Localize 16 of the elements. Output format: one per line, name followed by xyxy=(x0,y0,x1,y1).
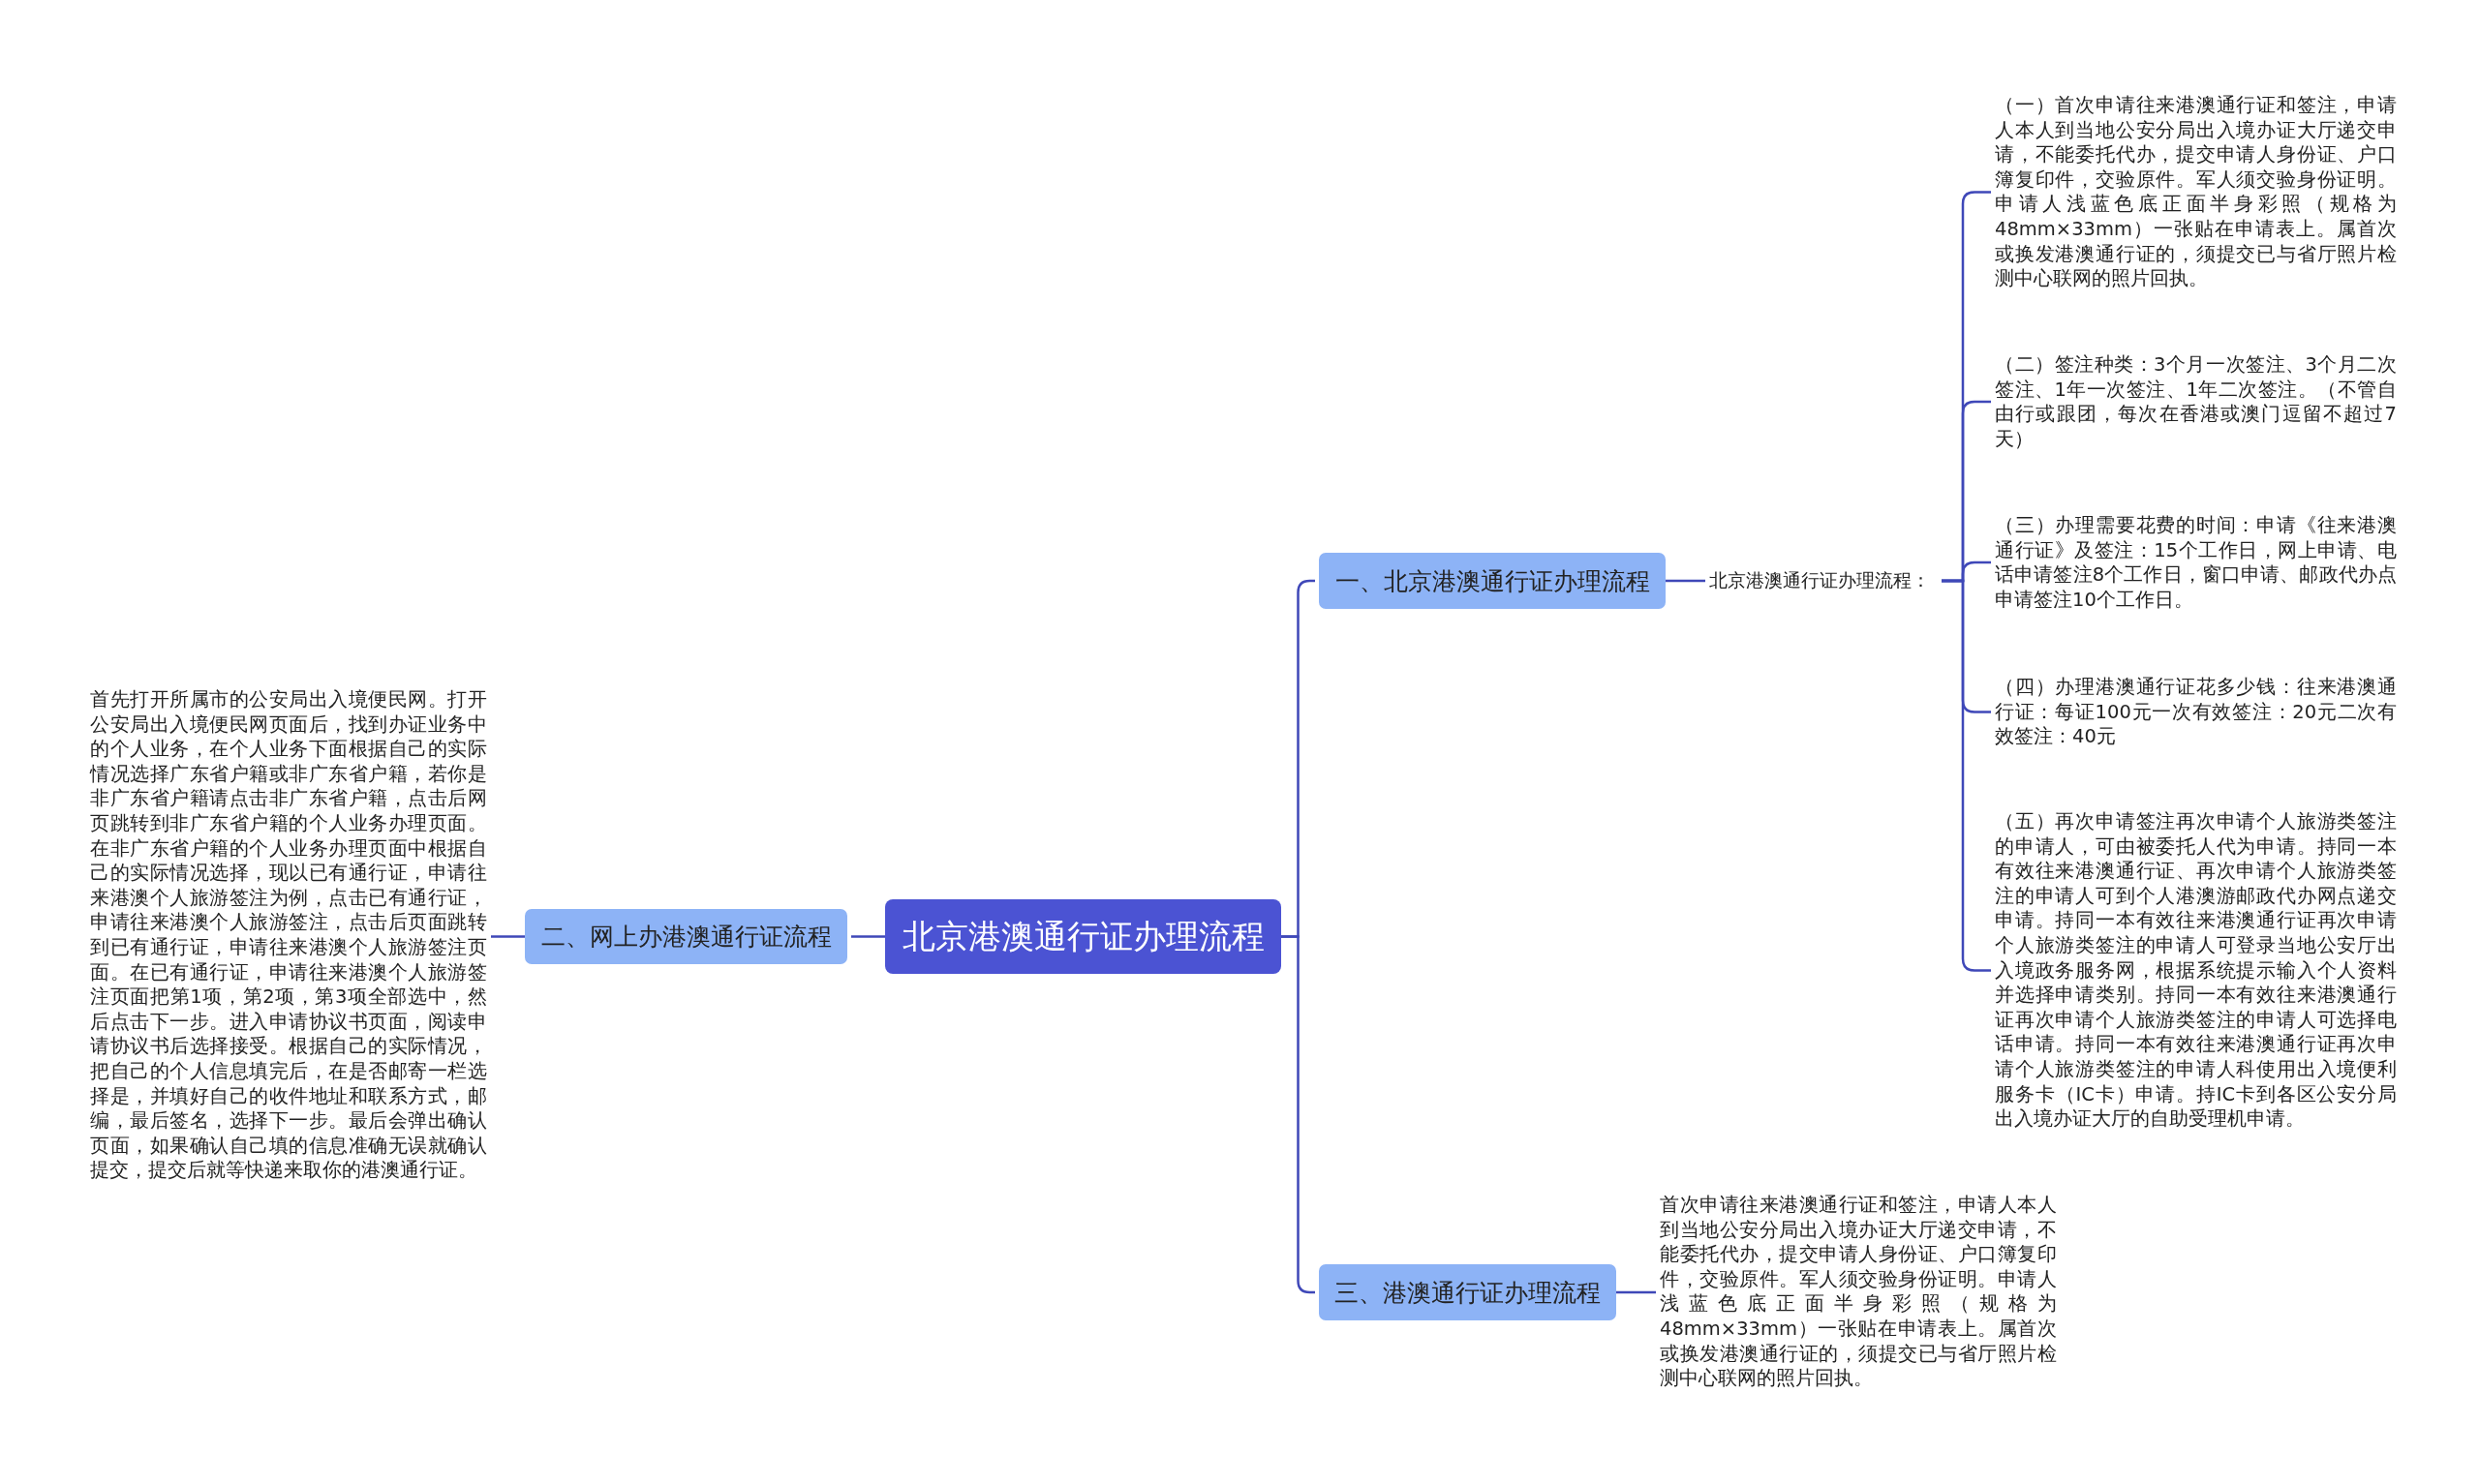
connector-line xyxy=(851,935,885,938)
connector-line xyxy=(1666,579,1705,583)
note-text: （一）首次申请往来港澳通行证和签注，申请人本人到当地公安分局出入境办证大厅递交申请，不能委托代办，提交申请人身份证、户口簿复印件，交验原件。军人须交验身份证明。申请人浅蓝色底正面半身彩照（规格为48mm×33mm）一张贴在申请表上。属首次或换发港澳通行证的，须提交已与省厅照片检测中心联网的照片回执。 xyxy=(1995,93,2397,291)
connector-line xyxy=(1616,1290,1656,1294)
note-text: （二）签注种类：3个月一次签注、3个月二次签注、1年一次签注、1年二次签注。（不管自由行或跟团，每次在香港或澳门逗留不超过7天） xyxy=(1995,352,2397,452)
note-text: （四）办理港澳通行证花多少钱：往来港澳通行证：每证100元一次有效签注：20元二次有效签注：40元 xyxy=(1995,675,2397,749)
topic-box: 二、网上办港澳通行证流程 xyxy=(525,909,847,964)
topic-box: 三、港澳通行证办理流程 xyxy=(1319,1264,1616,1320)
note-text: 首先打开所属市的公安局出入境便民网。打开公安局出入境便民网页面后，找到办证业务中的个人业务，在个人业务下面根据自己的实际情况选择广东省户籍或非广东省户籍，若你是非广东省户籍请点击非广东省户籍，点击后网页跳转到非广东省户籍的个人业务办理页面。在非广东省户籍的个人业务办理页面中根据自己的实际情况选择，现以已有通行证，申请往来港澳个人旅游签注为例，点击已有通行证，申请往来港澳个人旅游签注，点击后页面跳转到已有通行证，申请往来港澳个人旅游签注页面。在已有通行证，申请往来港澳个人旅游签注页面把第1项，第2项，第3项全部选中，然后点击下一步。进入申请协议书页面，阅读申请协议书后选择接受。根据自己的实际情况，把自己的个人信息填完后，在是否邮寄一栏选择是，并填好自己的收件地址和联系方式，邮编，最后签名，选择下一步。最后会弹出确认页面，如果确认自己填的信息准确无误就确认提交，提交后就等快递来取你的港澳通行证。 xyxy=(90,687,487,1183)
note-text: 首次申请往来港澳通行证和签注，申请人本人到当地公安分局出入境办证大厅递交申请，不能委托代办，提交申请人身份证、户口簿复印件，交验原件。军人须交验身份证明。申请人浅蓝色底正面半身彩照（规格为48mm×33mm）一张贴在申请表上。属首次或换发港澳通行证的，须提交已与省厅照片检测中心联网的照片回执。 xyxy=(1660,1193,2057,1391)
topic-text: 北京港澳通行证办理流程： xyxy=(1709,566,1942,595)
connector-line xyxy=(491,935,525,938)
topic-box: 一、北京港澳通行证办理流程 xyxy=(1319,553,1666,609)
note-text: （五）再次申请签注再次申请个人旅游类签注的申请人，可由被委托人代为申请。持同一本有效往来港澳通行证、再次申请个人旅游类签注的申请人可到个人港澳游邮政代办网点递交申请。持同一本有效往来港澳通行证再次申请个人旅游类签注的申请人可登录当地公安厅出入境政务服务网，根据系统提示输入个人资料并选择申请类别。持同一本有效往来港澳通行证再次申请个人旅游类签注的申请人可选择电话申请。持同一本有效往来港澳通行证再次申请个人旅游类签注的申请人科使用出入境便利服务卡（IC卡）申请。持IC卡到各区公安分局出入境办证大厅的自助受理机申请。 xyxy=(1995,809,2397,1132)
note-text: （三）办理需要花费的时间：申请《往来港澳通行证》及签注：15个工作日，网上申请、电话申请签注8个工作日，窗口申请、邮政代办点申请签注10个工作日。 xyxy=(1995,513,2397,613)
central-topic: 北京港澳通行证办理流程 xyxy=(885,899,1281,974)
